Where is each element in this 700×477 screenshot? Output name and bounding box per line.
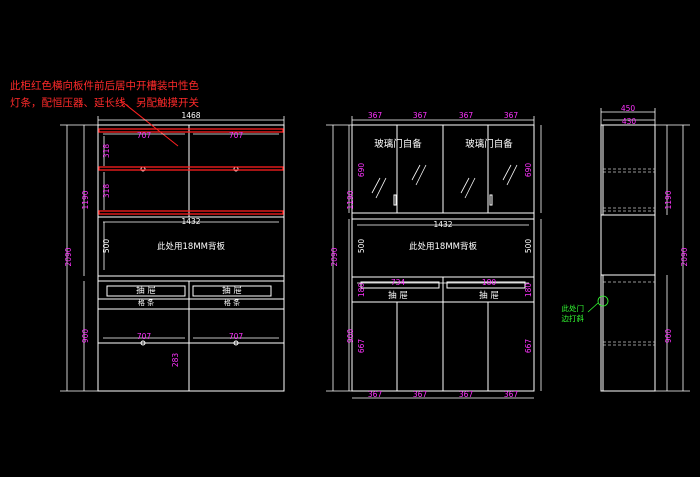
note-line-2: 灯条，配恒压器、延长线、另配触摸开关 xyxy=(10,97,199,109)
callout-leader xyxy=(587,302,599,313)
middle-drawer-handle xyxy=(360,281,440,289)
dim-label: 1432 xyxy=(181,217,200,226)
dim-label: 2090 xyxy=(64,247,73,266)
dim-label: 690 xyxy=(357,163,366,178)
drawer-sub-label: 格 条 xyxy=(138,298,154,307)
dim-label: 367 xyxy=(368,390,383,399)
drawer-sub-label: 格 条 xyxy=(224,298,240,307)
dim-label: 367 xyxy=(504,111,519,120)
side-dimensions xyxy=(600,108,690,392)
dim-label: 318 xyxy=(102,144,111,159)
middle-door-handle xyxy=(393,194,397,206)
side-cabinet-view xyxy=(600,124,656,392)
dim-label: 367 xyxy=(413,111,428,120)
dim-label: 900 xyxy=(81,329,90,344)
note-line-1: 此柜红色横向板件前后居中开槽装中性色 xyxy=(10,80,199,92)
glass-door-label: 玻璃门自备 xyxy=(465,138,513,150)
dim-label: 318 xyxy=(102,184,111,199)
red-shelf xyxy=(98,128,284,133)
left-labels: 此处用18MM背板 抽 屉 抽 屉 格 条 格 条 xyxy=(136,241,242,307)
dim-label: 734 xyxy=(391,278,406,287)
dim-label: 707 xyxy=(229,332,244,341)
dim-label: 1190 xyxy=(346,190,355,209)
dim-label: 690 xyxy=(524,163,533,178)
middle-drawer-handle xyxy=(446,281,526,289)
drawer-label: 抽 屉 xyxy=(222,285,242,296)
red-shelf xyxy=(98,166,284,171)
dim-label: 500 xyxy=(357,239,366,254)
drawer-label: 抽 屉 xyxy=(388,290,408,301)
left-cabinet-view xyxy=(97,124,285,392)
red-note-leader xyxy=(119,99,179,147)
dim-label: 1190 xyxy=(664,190,673,209)
left-hinge-dot xyxy=(140,340,146,346)
dim-label: 707 xyxy=(137,131,152,140)
callout-circle xyxy=(597,295,609,307)
red-shelf xyxy=(98,210,284,215)
dim-label: 367 xyxy=(504,390,519,399)
left-drawer-handle-left xyxy=(106,285,186,297)
dim-label: 2090 xyxy=(680,247,689,266)
dim-label: 450 xyxy=(621,104,636,113)
drawer-label: 抽 屉 xyxy=(479,290,499,301)
side-hidden-lines xyxy=(603,168,655,346)
left-red-shelf-lines xyxy=(119,99,179,147)
glass-reflections xyxy=(371,164,518,199)
dim-label: 900 xyxy=(346,329,355,344)
backboard-text: 此处用18MM背板 xyxy=(157,241,225,252)
dim-label: 180 xyxy=(524,283,533,298)
callout-text: 此处门 xyxy=(562,303,585,313)
glass-door-label: 玻璃门自备 xyxy=(374,138,422,150)
dim-label: 1432 xyxy=(433,220,452,229)
callout-text: 边打斜 xyxy=(562,313,585,323)
dim-label: 180 xyxy=(482,278,497,287)
dim-label: 500 xyxy=(102,239,111,254)
side-lower-outline xyxy=(600,274,656,392)
dim-label: 667 xyxy=(357,339,366,354)
dim-label: 367 xyxy=(368,111,383,120)
middle-dim-labels: 367 367 367 367 367 367 367 367 1432 734… xyxy=(330,111,533,399)
left-dimensions xyxy=(60,116,285,392)
dim-label: 283 xyxy=(171,353,180,368)
dim-label: 430 xyxy=(622,117,637,126)
left-hinge-dot xyxy=(233,340,239,346)
dim-label: 367 xyxy=(413,390,428,399)
side-upper-outline xyxy=(600,124,656,216)
dim-label: 180 xyxy=(357,283,366,298)
drawer-label: 抽 屉 xyxy=(136,285,156,296)
side-callout: 此处门 边打斜 xyxy=(562,295,609,323)
dim-label: 367 xyxy=(459,111,474,120)
dim-label: 900 xyxy=(664,329,673,344)
dim-label: 1190 xyxy=(81,190,90,209)
dim-label: 707 xyxy=(229,131,244,140)
dim-label: 667 xyxy=(524,339,533,354)
dim-label: 1468 xyxy=(181,111,200,120)
middle-cabinet-view xyxy=(351,124,535,392)
middle-dimensions xyxy=(326,116,542,399)
left-cabinet-outline xyxy=(97,124,285,392)
middle-labels: 玻璃门自备 玻璃门自备 此处用18MM背板 抽 屉 抽 屉 xyxy=(374,138,513,301)
left-dim-labels: 1468 707 707 1432 707 707 318 318 500 20… xyxy=(64,111,243,367)
middle-door-handle xyxy=(489,194,493,206)
dim-label: 2090 xyxy=(330,247,339,266)
backboard-text: 此处用18MM背板 xyxy=(409,241,477,252)
dim-label: 367 xyxy=(459,390,474,399)
left-drawer-handle-right xyxy=(192,285,272,297)
side-dim-labels: 450 430 2090 1190 900 xyxy=(621,104,689,343)
dim-label: 707 xyxy=(137,332,152,341)
dim-label: 500 xyxy=(524,239,533,254)
left-red-shelves xyxy=(98,128,284,215)
